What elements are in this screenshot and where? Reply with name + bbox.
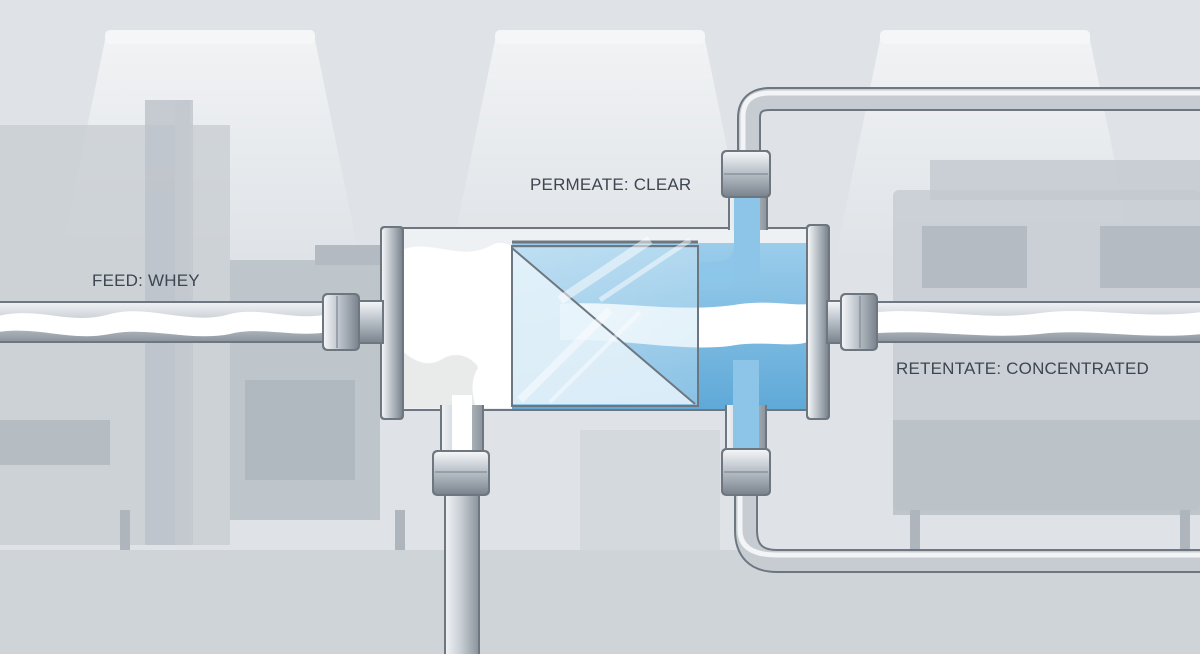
permeate-label: PERMEATE: CLEAR	[530, 175, 692, 194]
retentate-label: RETENTATE: CONCENTRATED	[896, 359, 1149, 378]
permeate-top-pipe	[737, 87, 1200, 150]
feed-coupling	[322, 293, 360, 351]
left-flange	[356, 226, 404, 420]
retentate-pipe	[868, 301, 1200, 343]
permeate-bottom-pipe	[734, 490, 1200, 573]
feed-pipe	[0, 301, 328, 343]
permeate-bottom-coupling	[721, 448, 771, 496]
drain-coupling	[432, 450, 490, 496]
feed-label: FEED: WHEY	[92, 271, 200, 290]
permeate-top-coupling	[721, 150, 771, 198]
retentate-coupling	[840, 293, 878, 351]
